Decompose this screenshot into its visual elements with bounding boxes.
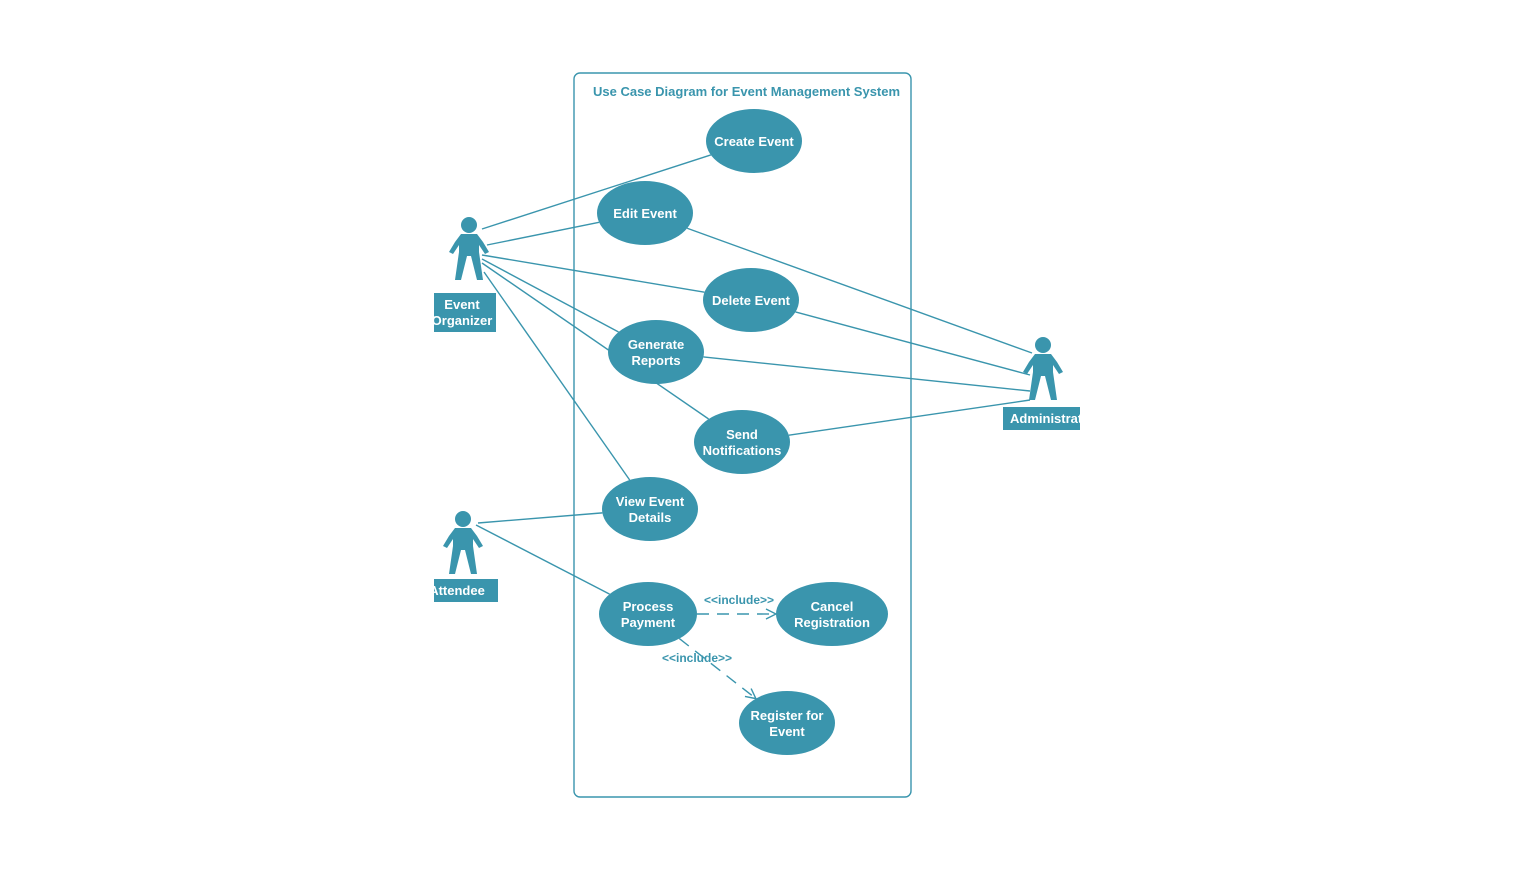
use-case-ellipse [608,320,704,384]
use-case-label: Details [629,510,672,525]
diagram-title: Use Case Diagram for Event Management Sy… [593,84,900,99]
association-administrator-delete-event [795,311,1031,376]
use-case-label: Process [623,599,674,614]
association-organizer-delete-event [481,254,705,293]
use-case-ellipse [694,410,790,474]
association-lines [475,154,1033,595]
use-case-label: Cancel [811,599,854,614]
actor-label: Organizer [432,313,493,328]
use-case-label: Generate [628,337,684,352]
use-case-label: Notifications [703,443,782,458]
use-case-delete-event[interactable]: Delete Event [703,268,799,332]
association-organizer-create-event [481,154,712,230]
use-case-label: Delete Event [712,293,791,308]
association-administrator-send-notifications [788,399,1031,436]
use-case-edit-event[interactable]: Edit Event [597,181,693,245]
association-attendee-process-payment [475,524,610,595]
actor-event-organizer[interactable]: Event Organizer [432,217,496,332]
actor-label-box [434,293,496,332]
person-icon [449,217,489,280]
actor-administrator[interactable]: Administrator [1003,337,1095,430]
actor-label: Event [444,297,480,312]
use-case-label: View Event [616,494,685,509]
association-administrator-edit-event [686,227,1033,354]
actor-attendee[interactable]: Attendee [429,511,498,602]
use-case-create-event[interactable]: Create Event [706,109,802,173]
person-icon [443,511,483,574]
use-case-label: Reports [631,353,680,368]
use-case-ellipse [599,582,697,646]
use-case-label: Event [769,724,805,739]
association-organizer-view-event-details [483,271,631,481]
use-case-label: Register for [751,708,824,723]
person-icon [1023,337,1063,400]
association-organizer-generate-reports [481,258,619,333]
actor-label-box [1003,407,1080,430]
use-case-ellipse [706,109,802,173]
include-relations: <<include>> <<include>> [662,593,776,699]
include-arrow-register-for-event [678,638,756,699]
system-boundary [573,72,912,798]
include-label: <<include>> [704,593,774,607]
include-label: <<include>> [662,651,732,665]
use-case-ellipse [597,181,693,245]
use-case-ellipse [739,691,835,755]
use-case-label: Create Event [714,134,794,149]
use-case-label: Payment [621,615,676,630]
use-case-label: Edit Event [613,206,677,221]
association-organizer-edit-event [486,221,600,246]
actor-label: Administrator [1010,411,1095,426]
actor-label-box [434,579,498,602]
use-case-label: Send [726,427,758,442]
use-case-ellipse [602,477,698,541]
association-attendee-view-event-details [477,512,603,524]
use-case-ellipse [776,582,888,646]
association-administrator-generate-reports [703,356,1031,392]
use-case-ellipse [703,268,799,332]
use-case-label: Registration [794,615,870,630]
actor-label: Attendee [429,583,485,598]
association-organizer-send-notifications [481,262,710,420]
